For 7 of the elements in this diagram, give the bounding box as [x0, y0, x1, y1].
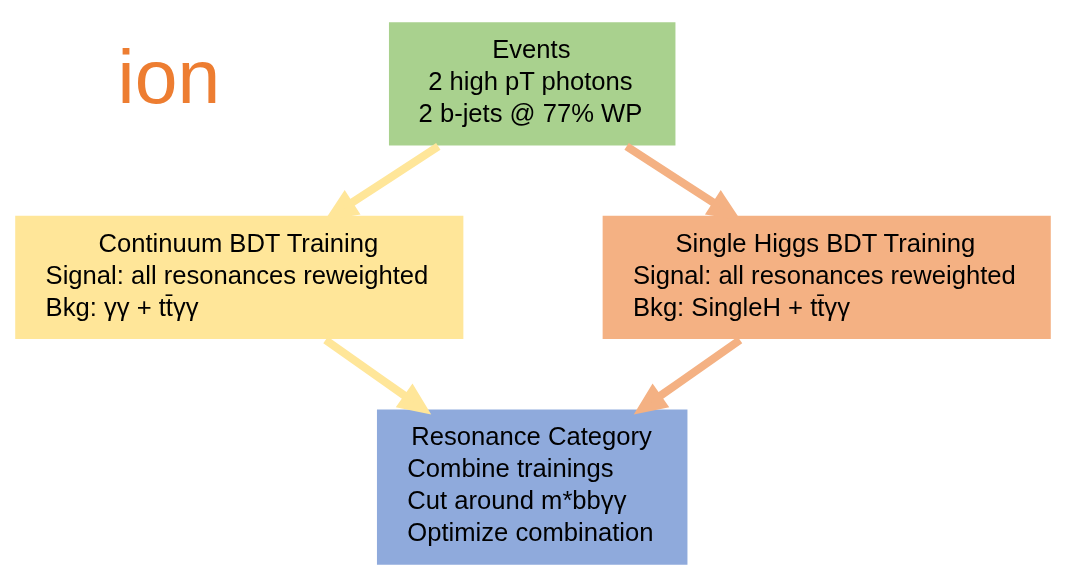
label: ion: [117, 32, 221, 119]
node-box: Events 2 high pT photons 2 b-jets @ 77% WP: [387, 20, 678, 148]
arrow: [633, 336, 743, 415]
arrow: [323, 336, 432, 415]
node-box: Single Higgs BDT Training Signal: all resonances reweighted Bkg: SingleH + tt̄γγ: [601, 214, 1053, 341]
node-box: Continuum BDT Training Signal: all resonances reweighted Bkg: γγ + tt̄γγ: [13, 214, 465, 341]
node-box: Resonance Category Combine trainings Cut around m*bbγγ Optimize combination: [375, 407, 690, 567]
